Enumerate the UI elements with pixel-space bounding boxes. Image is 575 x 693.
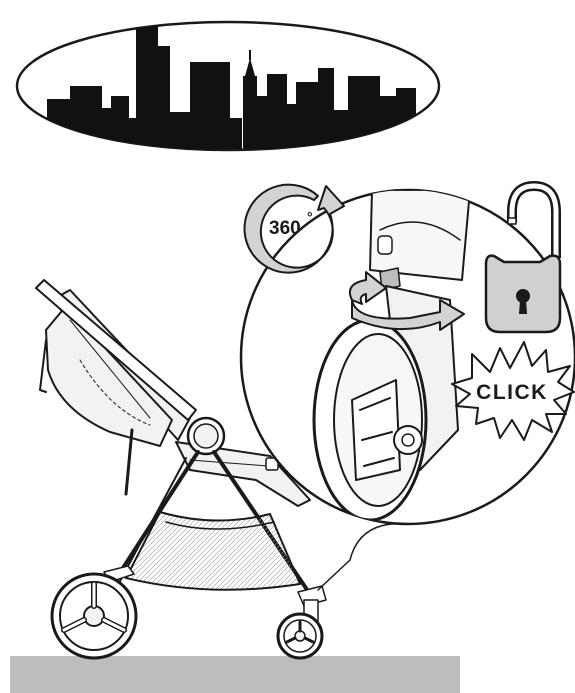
city-skyline-icon (17, 21, 439, 150)
ground (10, 656, 460, 693)
click-label: CLICK (476, 381, 548, 404)
rotation-label: 360 (269, 218, 301, 239)
front-wheel (278, 614, 322, 658)
degree-symbol: ° (307, 209, 313, 225)
rear-wheel (52, 574, 136, 658)
